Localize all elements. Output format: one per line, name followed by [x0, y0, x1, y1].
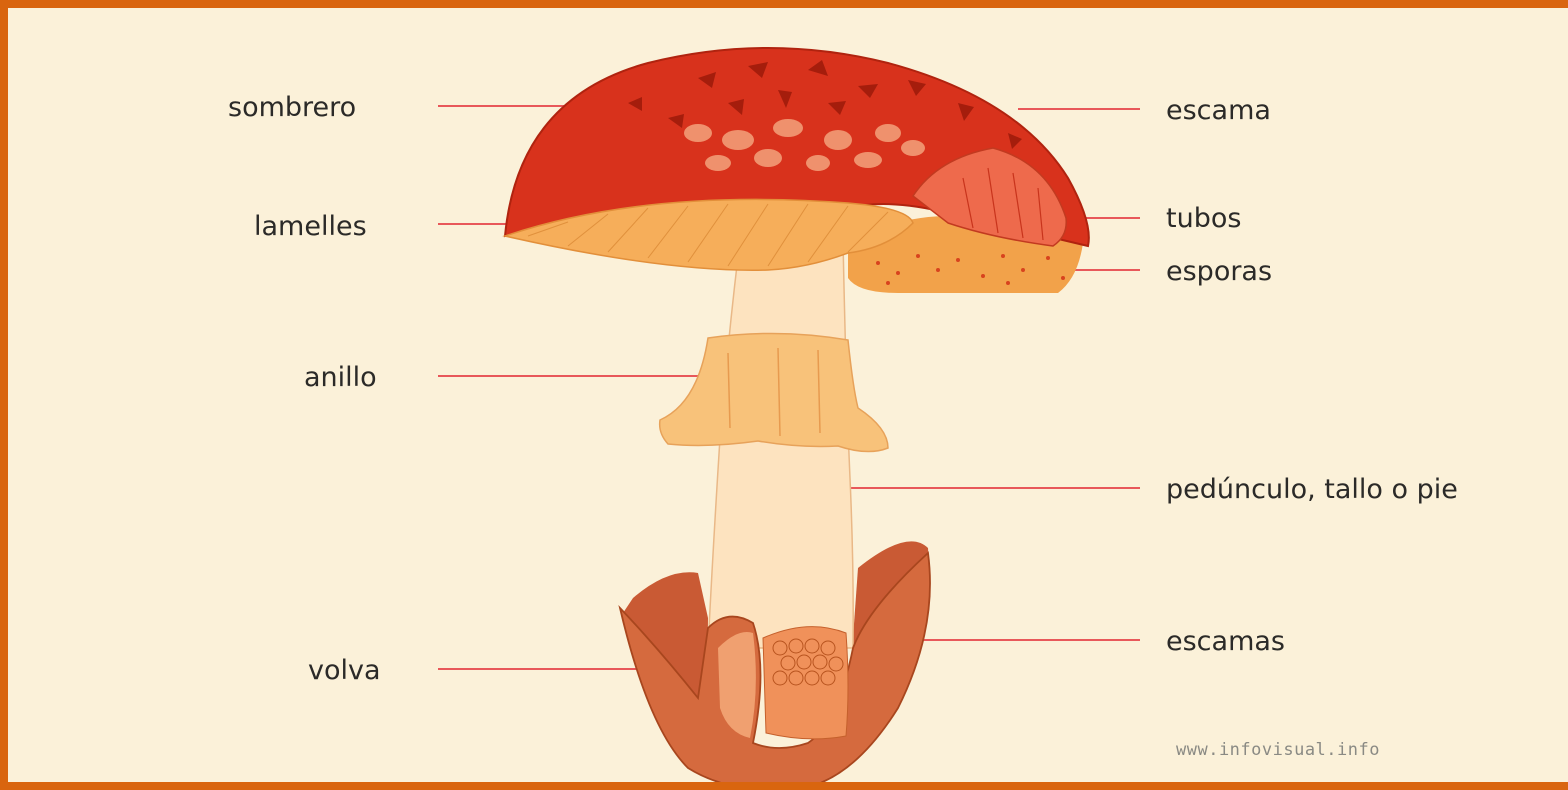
ring [660, 333, 888, 451]
mushroom-illustration [8, 8, 1568, 790]
watermark-text: www.infovisual.info [1176, 740, 1380, 760]
label-anillo: anillo [304, 364, 377, 391]
label-sombrero: sombrero [228, 94, 356, 121]
label-esporas: esporas [1166, 258, 1272, 285]
label-escama: escama [1166, 97, 1271, 124]
label-volva: volva [308, 657, 381, 684]
label-escamas: escamas [1166, 628, 1285, 655]
label-peduncle: pedúnculo, tallo o pie [1166, 476, 1458, 503]
label-lamelles: lamelles [254, 213, 367, 240]
label-tubos: tubos [1166, 205, 1241, 232]
